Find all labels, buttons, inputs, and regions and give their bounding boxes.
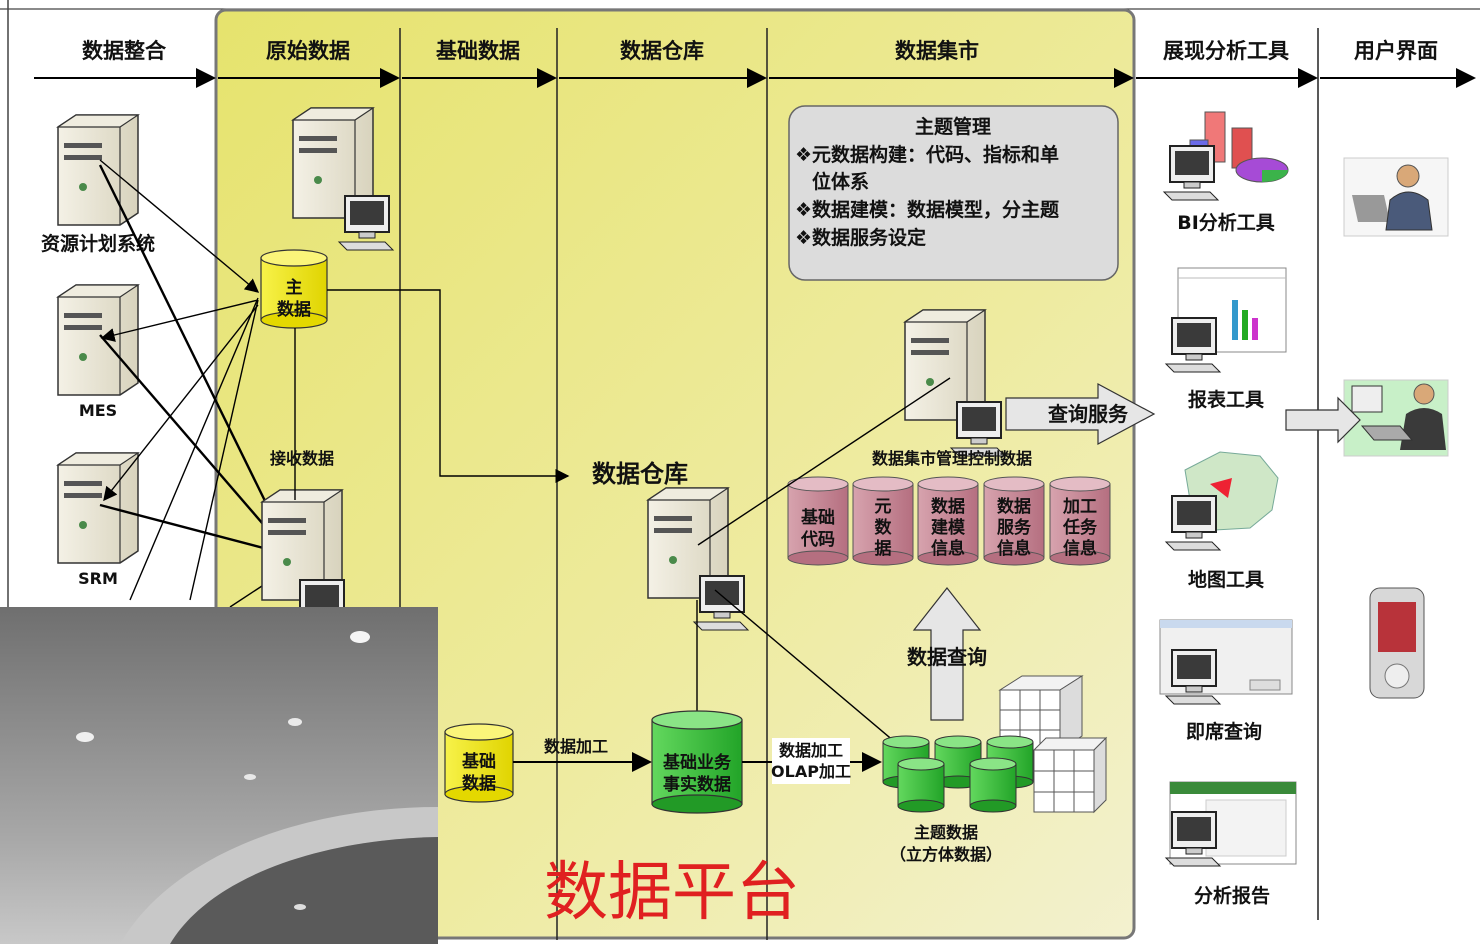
topic-box-item: ❖数据建模：数据模型，分主题 [795,198,1059,221]
process-label: 数据加工 [544,737,608,756]
mart-cylinder: 数据 服务 信息 [983,476,1045,566]
svg-text:建模: 建模 [931,517,966,538]
svg-text:信息: 信息 [931,538,965,559]
topic-data-label: （立方体数据） [890,845,1002,864]
col-header-user-ui: 用户界面 [1354,39,1438,63]
computer-icon [693,575,749,631]
tool-analysis-report-label: 分析报告 [1194,884,1270,907]
svg-text:数据: 数据 [931,496,965,517]
topic-data-cylinders [882,735,1034,813]
data-query-arrow [912,587,982,721]
mart-cylinder: 元 数 据 [852,476,914,566]
tool-query-label: 即席查询 [1186,720,1262,743]
ceiling-photo-drawing [76,631,438,944]
source-erp-label: 资源计划系统 [41,232,155,255]
svg-text:数据: 数据 [462,773,496,794]
base-data-cylinder: 基础 数据 [444,723,514,803]
svg-text:任务: 任务 [1062,517,1098,538]
server-icon [57,284,139,396]
query-service-arrow [1005,382,1156,446]
tool-report-label: 报表工具 [1188,388,1264,411]
warehouse-label: 数据仓库 [592,460,688,488]
olap-label: 数据加工 [779,741,843,760]
col-header-base-data: 基础数据 [436,39,520,63]
tool-map-label: 地图工具 [1188,568,1264,591]
topic-box-item: ❖数据服务设定 [795,226,926,249]
source-srm-label: SRM [78,569,118,588]
fact-data-cylinder: 基础业务 事实数据 [651,710,743,814]
svg-text:信息: 信息 [1063,538,1097,559]
computer-icon [1165,317,1221,373]
server-icon [57,452,139,564]
svg-text:基础业务: 基础业务 [662,752,732,773]
master-data-cylinder: 主 数据 [260,249,328,329]
receive-data-label: 接收数据 [270,449,334,468]
col-header-warehouse: 数据仓库 [620,39,704,63]
svg-text:主: 主 [286,277,303,298]
col-header-integration: 数据整合 [82,39,167,63]
topic-box-item: ❖元数据构建：代码、指标和单 [795,143,1059,166]
computer-icon [950,401,1006,457]
source-mes-label: MES [79,401,117,420]
mart-control-label: 数据集市管理控制数据 [872,449,1032,468]
data-query-label: 数据查询 [907,645,987,669]
svg-text:据: 据 [875,538,892,559]
mart-cylinders: 基础 代码 元 数 据 数据 建模 信息 数据 服务 信息 [787,476,1111,566]
svg-text:数据: 数据 [997,496,1031,517]
col-header-data-mart: 数据集市 [895,39,979,63]
svg-text:数: 数 [875,517,893,538]
server-icon [57,114,139,226]
svg-text:加工: 加工 [1062,497,1097,517]
svg-text:基础: 基础 [800,507,835,528]
olap-label: OLAP加工 [771,762,851,781]
computer-icon [1165,495,1221,551]
svg-text:数据: 数据 [277,299,311,320]
topic-management-box [788,105,1119,281]
svg-text:服务: 服务 [997,517,1032,538]
svg-text:事实数据: 事实数据 [663,774,731,795]
ceiling-photo [0,607,438,944]
user-desktop-icon [1343,379,1449,457]
col-header-tools: 展现分析工具 [1163,39,1289,63]
computer-icon [1165,811,1221,867]
user-arrow [1285,396,1361,444]
query-service-label: 查询服务 [1048,402,1129,426]
computer-icon [338,195,394,251]
mart-cylinder: 数据 建模 信息 [917,476,979,566]
mart-cylinder: 加工 任务 信息 [1049,476,1111,566]
col-header-raw-data: 原始数据 [266,39,350,63]
svg-text:信息: 信息 [997,538,1031,559]
mart-cylinder: 基础 代码 [787,476,849,566]
topic-box-item: 位体系 [812,170,869,193]
topic-data-label: 主题数据 [914,823,978,842]
user-laptop-icon [1343,157,1449,237]
svg-text:代码: 代码 [800,529,835,550]
computer-icon [1163,145,1219,201]
svg-text:元: 元 [875,497,892,517]
svg-text:基础: 基础 [461,751,496,772]
tool-bi-label: BI分析工具 [1177,211,1275,234]
platform-label: 数据平台 [544,856,800,930]
topic-box-title: 主题管理 [915,115,991,138]
computer-icon [1165,649,1221,705]
mobile-phone-icon [1369,587,1425,699]
